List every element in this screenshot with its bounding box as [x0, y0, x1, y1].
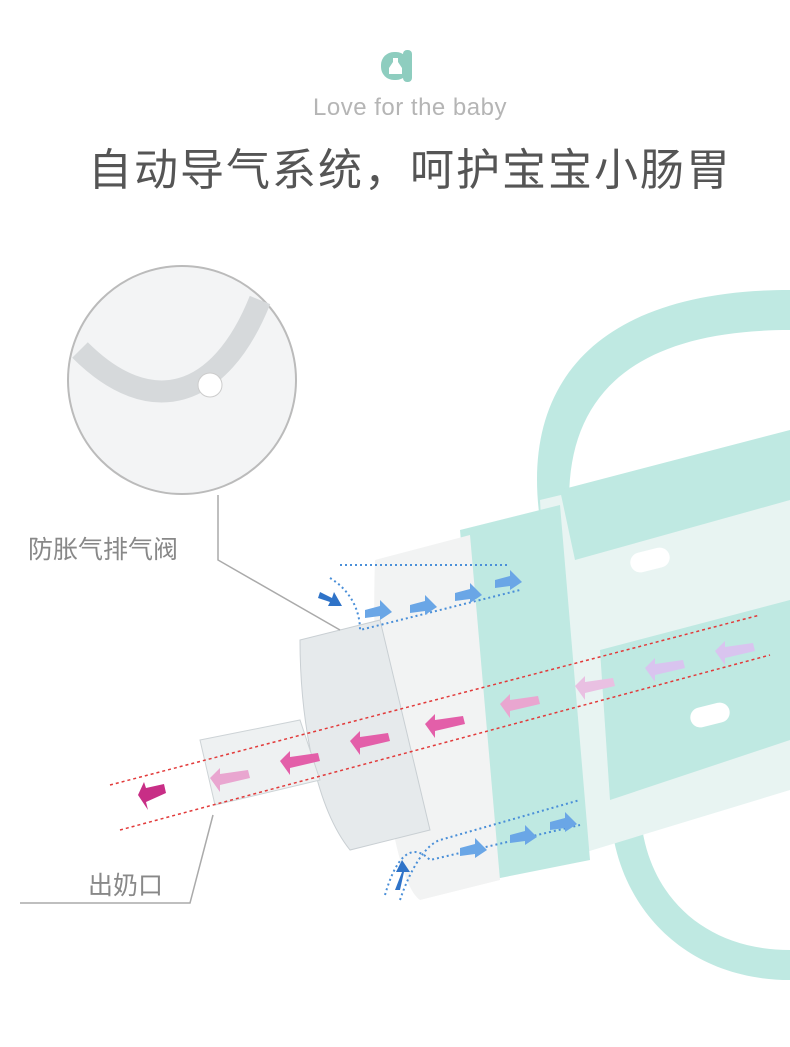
tagline: Love for the baby	[313, 94, 507, 121]
vent-valve-label: 防胀气排气阀	[28, 535, 179, 564]
page-title: 自动导气系统，呵护宝宝小肠胃	[88, 145, 732, 196]
milk-arrows	[138, 641, 755, 810]
bottle-body	[374, 430, 790, 900]
outlet-label: 出奶口	[88, 871, 164, 900]
vent-valve-zoom	[67, 265, 297, 495]
air-arrows	[318, 570, 577, 890]
bottle-logo-icon	[381, 50, 412, 82]
